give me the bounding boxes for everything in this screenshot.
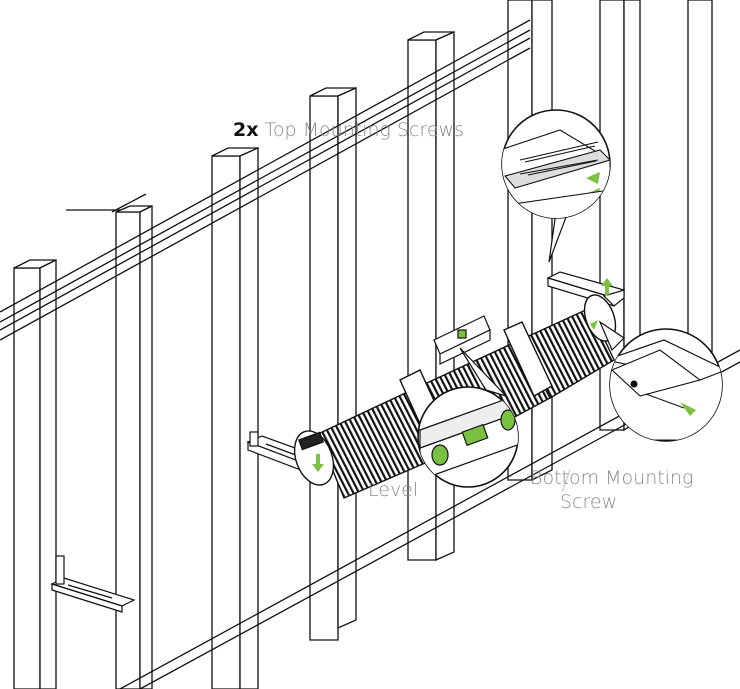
green-arrows <box>312 278 613 472</box>
level-tool <box>433 315 491 365</box>
label-bottom-line1: Bottom Mounting <box>530 467 694 489</box>
spare-bracket <box>50 555 136 613</box>
label-bottom-mounting-screw: Bottom Mounting Screw <box>530 466 693 514</box>
label-level: Level <box>368 479 419 501</box>
label-top-count: 2x <box>233 119 259 141</box>
callout-bottom-screw <box>598 320 723 442</box>
wall-plate <box>0 19 740 689</box>
label-top-text: Top Mounting Screws <box>264 119 464 141</box>
label-bottom-line2: Screw <box>560 491 618 513</box>
label-top-mounting-screws: 2x Top Mounting Screws <box>233 121 464 140</box>
callout-top-screws <box>501 109 611 263</box>
